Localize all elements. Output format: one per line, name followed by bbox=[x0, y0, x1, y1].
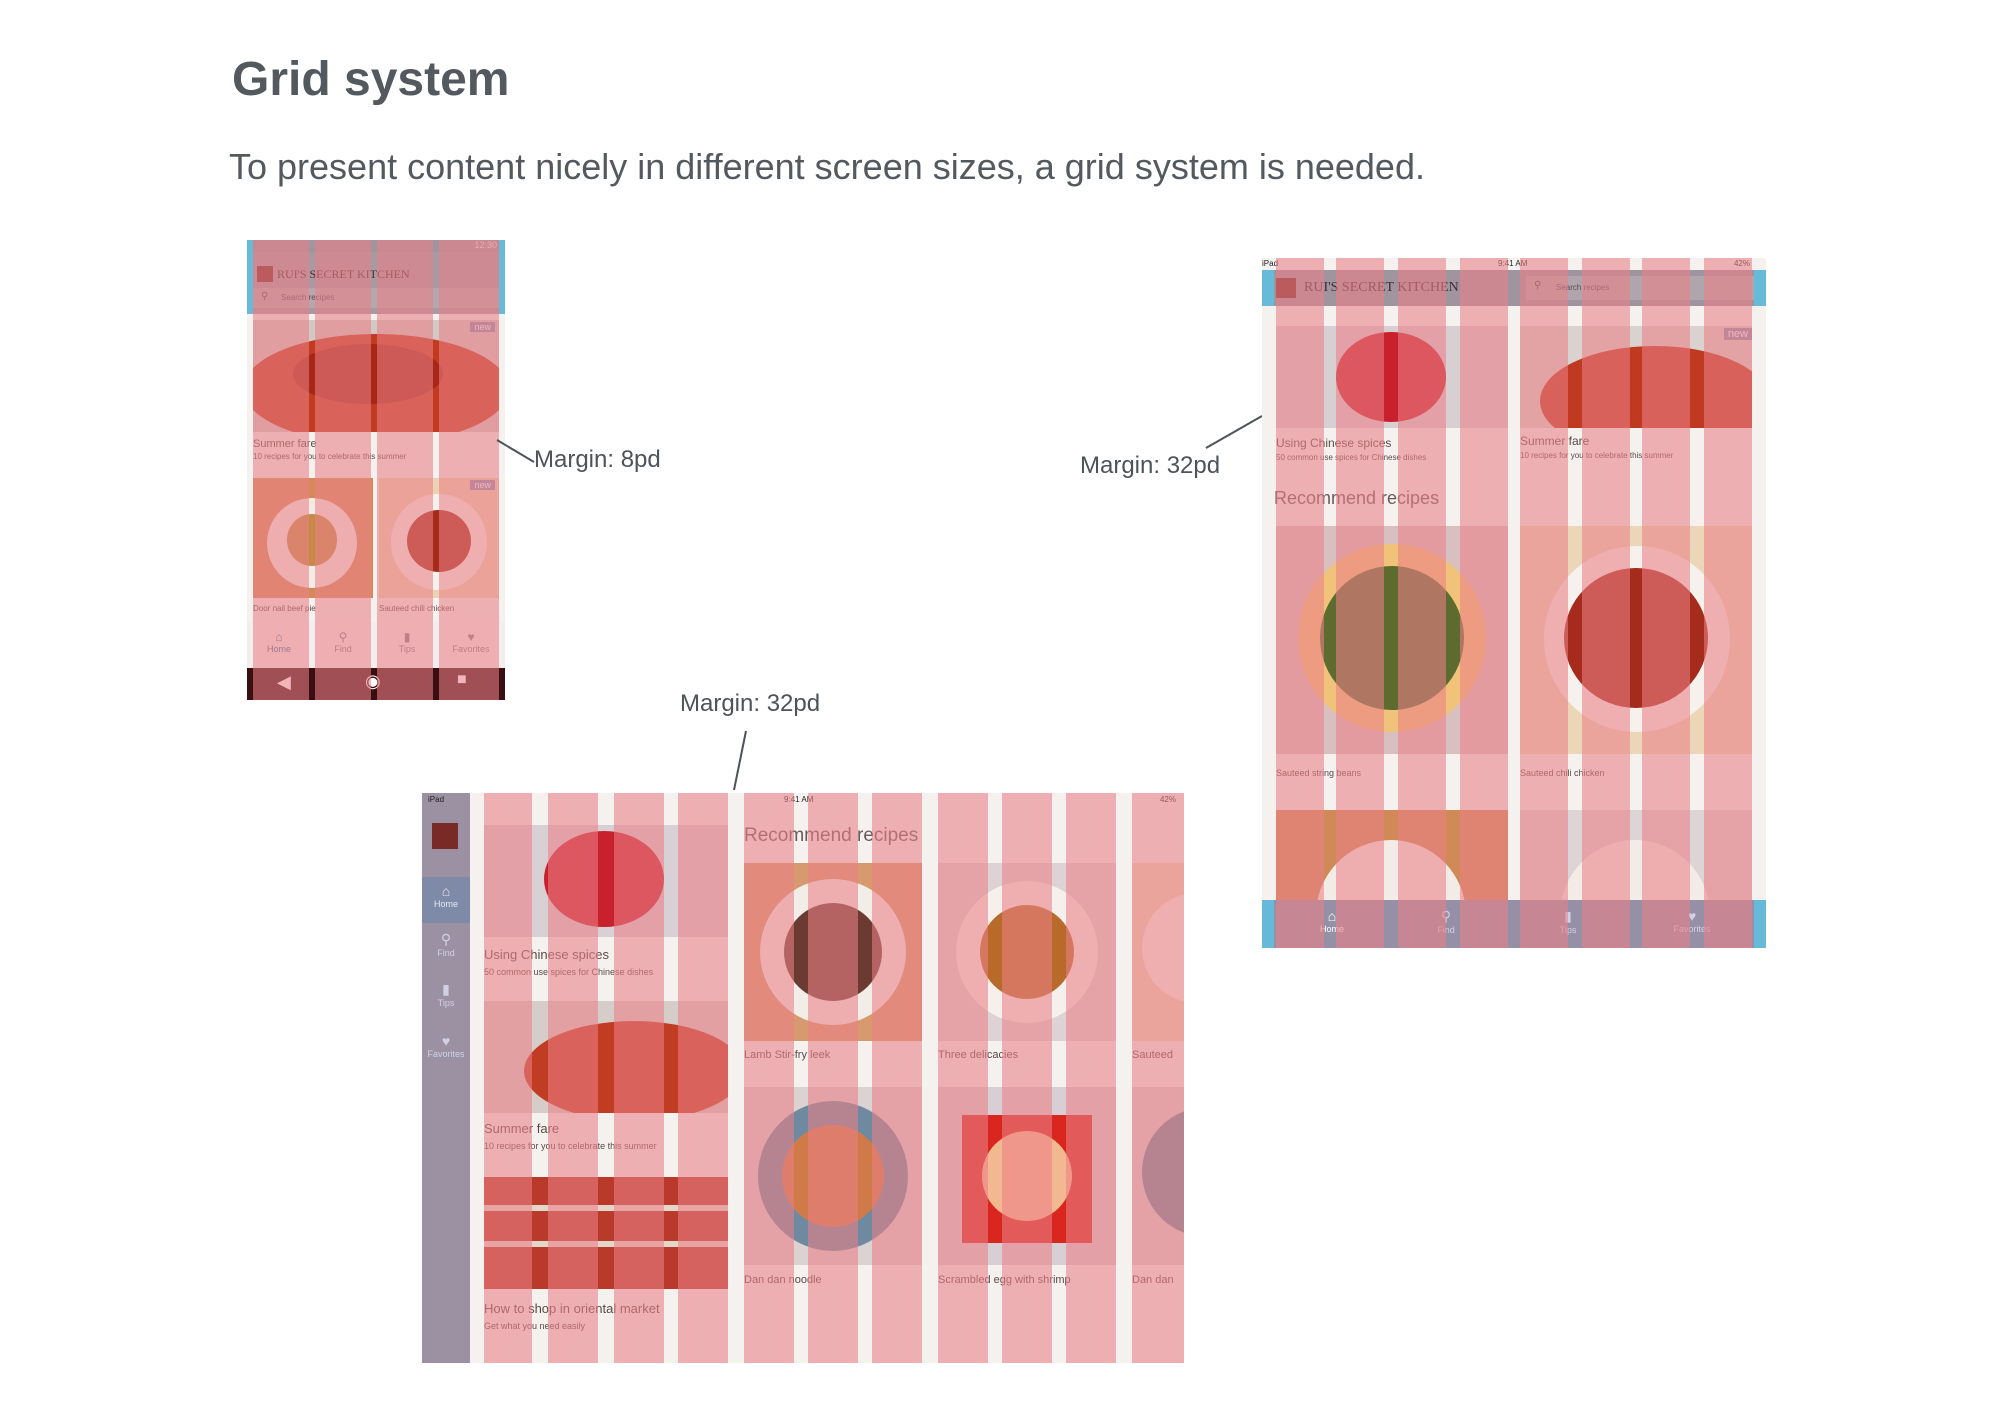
tablet-portrait-app-title: RUI'S SECRET KITCHEN bbox=[1304, 280, 1459, 295]
tablet-portrait-tab-favorites-label: Favorites bbox=[1673, 924, 1711, 934]
favorites-icon-2: ♥ bbox=[1687, 908, 1697, 924]
tablet-portrait-card-2-subtitle: 10 recipes for you to celebrate this sum… bbox=[1520, 451, 1674, 460]
tablet-landscape-card-1-image[interactable] bbox=[484, 825, 728, 937]
tablet-portrait-tab-favorites[interactable]: ♥Favorites bbox=[1662, 908, 1722, 934]
tablet-portrait-header: RUI'S SECRET KITCHEN ⚲ Search recipes bbox=[1262, 270, 1766, 306]
tablet-portrait-card-2-title: Summer fare bbox=[1520, 434, 1590, 448]
tablet-landscape-card-2-subtitle: 10 recipes for you to celebrate this sum… bbox=[484, 1141, 657, 1151]
tablet-landscape-tile-1-label: Lamb Stir-fry leek bbox=[744, 1049, 831, 1061]
tablet-portrait-time: 9:41 AM bbox=[1498, 259, 1528, 268]
tablet-portrait-tab-find[interactable]: ⚲Find bbox=[1416, 908, 1476, 935]
tips-icon-3: ▮ bbox=[442, 981, 450, 997]
tablet-landscape-tile-1-image[interactable] bbox=[744, 863, 922, 1041]
tablet-landscape-tile-5-label: Scrambled egg with shrimp bbox=[938, 1274, 1071, 1286]
tablet-landscape-tile-2-label: Three delicacies bbox=[938, 1049, 1019, 1061]
tablet-portrait-card-1-image[interactable] bbox=[1276, 326, 1508, 428]
tablet-landscape-tile-3-label: Sauteed bbox=[1132, 1049, 1173, 1061]
tablet-landscape-card-1-subtitle: 50 common use spices for Chinese dishes bbox=[484, 967, 654, 977]
tablet-portrait-section-title: Recommend recipes bbox=[1274, 488, 1440, 508]
tablet-portrait-tab-home[interactable]: ⌂Home bbox=[1302, 908, 1362, 934]
find-icon-3: ⚲ bbox=[440, 931, 452, 947]
wifi-icon: iPad bbox=[1262, 259, 1279, 268]
tablet-landscape-tile-2-image[interactable] bbox=[938, 863, 1116, 1041]
tablet-portrait-card-1-title: Using Chinese spices bbox=[1276, 436, 1392, 450]
tablet-landscape-tile-5-image[interactable] bbox=[938, 1087, 1116, 1265]
find-icon-2: ⚲ bbox=[1440, 908, 1452, 924]
sidebar-item-favorites-label: Favorites bbox=[427, 1049, 465, 1059]
tablet-landscape-card-2-image[interactable] bbox=[484, 1001, 728, 1113]
search-icon-2: ⚲ bbox=[1534, 280, 1542, 291]
sidebar-item-home[interactable]: ⌂Home bbox=[422, 877, 470, 923]
tablet-portrait-tile-2-image[interactable] bbox=[1520, 526, 1752, 754]
tablet-landscape-card-3-image[interactable] bbox=[484, 1177, 728, 1289]
tablet-landscape-margin-label: Margin: 32pd bbox=[680, 690, 821, 717]
tablet-portrait-tab-find-label: Find bbox=[1437, 925, 1455, 935]
tablet-landscape-tile-6-image[interactable] bbox=[1132, 1087, 1184, 1265]
tablet-landscape-card-2-title: Summer fare bbox=[484, 1121, 560, 1136]
tablet-portrait-search-placeholder: Search recipes bbox=[1556, 283, 1610, 292]
tablet-portrait-tile-2-label: Sauteed chili chicken bbox=[1520, 768, 1605, 778]
tablet-portrait-tile-1-image[interactable] bbox=[1276, 526, 1508, 754]
home-icon-3: ⌂ bbox=[441, 883, 451, 899]
logo-icon-3 bbox=[432, 823, 458, 849]
tablet-landscape-card-3-title: How to shop in oriental market bbox=[484, 1301, 660, 1316]
tablet-landscape-time: 9:41 AM bbox=[784, 795, 814, 804]
sidebar-item-find-label: Find bbox=[437, 948, 455, 958]
page-title: Grid system bbox=[232, 53, 510, 106]
favorites-icon-3: ♥ bbox=[441, 1033, 451, 1049]
sidebar-item-favorites[interactable]: ♥Favorites bbox=[422, 1033, 470, 1059]
tablet-landscape-mockup: iPad ⌂Home ⚲Find ▮Tips ♥Favorites 9:41 A… bbox=[422, 793, 1184, 1363]
tablet-landscape-status-left: iPad bbox=[428, 795, 445, 804]
home-icon-2: ⌂ bbox=[1327, 908, 1337, 924]
tablet-portrait-tab-bar: ⌂Home ⚲Find ▮Tips ♥Favorites bbox=[1262, 900, 1766, 948]
tablet-landscape-sidebar: iPad ⌂Home ⚲Find ▮Tips ♥Favorites bbox=[422, 793, 470, 1363]
sidebar-item-home-label: Home bbox=[433, 899, 458, 909]
battery-icon: 42% bbox=[1733, 259, 1750, 268]
sidebar-item-tips[interactable]: ▮Tips bbox=[422, 981, 470, 1008]
tablet-portrait-tab-tips-label: Tips bbox=[1559, 925, 1577, 935]
tablet-landscape-section-title: Recommend recipes bbox=[744, 825, 919, 846]
page-subtitle: To present content nicely in different s… bbox=[229, 146, 1425, 187]
tablet-portrait-tile-1-label: Sauteed string beans bbox=[1276, 768, 1362, 778]
tablet-landscape-tile-4-label: Dan dan noodle bbox=[744, 1274, 822, 1286]
tablet-landscape-tile-3-image[interactable] bbox=[1132, 863, 1184, 1041]
tablet-landscape-tile-4-image[interactable] bbox=[744, 1087, 922, 1265]
logo-icon-2 bbox=[1276, 278, 1296, 298]
tablet-portrait-tab-home-label: Home bbox=[1319, 924, 1344, 934]
tablet-portrait-tile-3-image[interactable] bbox=[1276, 810, 1508, 910]
tablet-portrait-card-1-subtitle: 50 common use spices for Chinese dishes bbox=[1276, 453, 1427, 462]
tablet-landscape-card-1-title: Using Chinese spices bbox=[484, 947, 610, 962]
new-badge-3: new bbox=[1723, 328, 1752, 340]
battery-icon-2: 42% bbox=[1159, 795, 1176, 804]
tablet-portrait-mockup: iPad 9:41 AM 42% RUI'S SECRET KITCHEN ⚲ … bbox=[1262, 258, 1766, 948]
sidebar-item-tips-label: Tips bbox=[437, 998, 455, 1008]
tips-icon-2: ▮ bbox=[1564, 908, 1572, 924]
tablet-portrait-card-2-image[interactable]: new bbox=[1520, 326, 1752, 428]
sidebar-item-find[interactable]: ⚲Find bbox=[422, 931, 470, 958]
tablet-landscape-card-3-subtitle: Get what you need easily bbox=[484, 1321, 586, 1331]
tablet-portrait-tab-tips[interactable]: ▮Tips bbox=[1538, 908, 1598, 935]
tablet-portrait-status-bar: iPad 9:41 AM 42% bbox=[1262, 258, 1766, 270]
tablet-portrait-search[interactable]: ⚲ Search recipes bbox=[1526, 276, 1756, 300]
tablet-portrait-tile-4-image[interactable] bbox=[1520, 810, 1752, 910]
phone-margin-label: Margin: 8pd bbox=[534, 446, 661, 473]
tablet-portrait-margin-label: Margin: 32pd bbox=[1080, 452, 1221, 479]
tablet-landscape-tile-6-label: Dan dan bbox=[1132, 1274, 1174, 1286]
